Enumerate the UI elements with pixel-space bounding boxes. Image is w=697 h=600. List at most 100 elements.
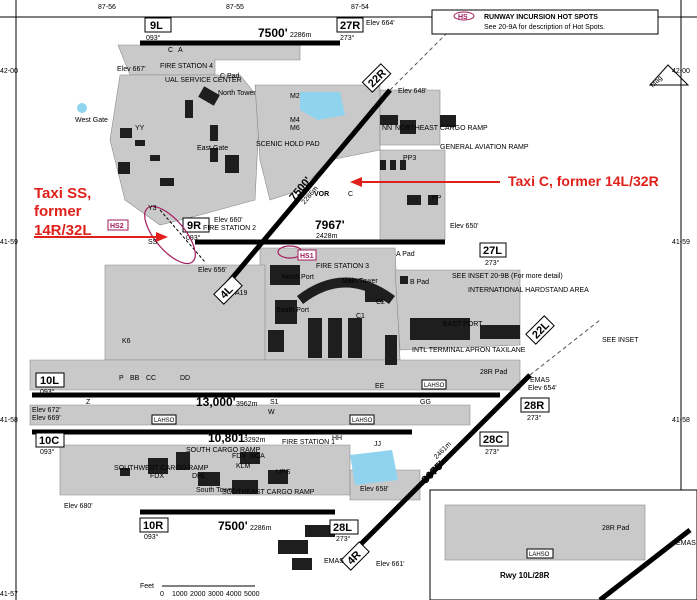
svg-text:093°: 093°	[186, 234, 201, 242]
vor: VOR	[314, 191, 329, 198]
svg-text:28L: 28L	[333, 522, 352, 534]
svg-text:0: 0	[160, 591, 164, 598]
rwy-27l-elev: Elev 650'	[450, 223, 479, 230]
grid-left-1: 42-00	[0, 68, 18, 75]
rwy-28l-elev: Elev 658'	[360, 486, 389, 493]
svg-text:M2: M2	[290, 93, 300, 100]
ual-service-center: UAL SERVICE CENTER	[165, 77, 242, 84]
klm-label: KLM	[236, 463, 251, 470]
svg-text:C1: C1	[356, 313, 365, 320]
former-runway-14r-32l	[159, 209, 206, 263]
hot-spots: HS2 HS1	[107, 205, 317, 265]
inset-runway-label: Rwy 10L/28R	[500, 571, 550, 580]
svg-text:YY: YY	[135, 125, 145, 132]
fire-station-4: FIRE STATION 4	[160, 63, 213, 70]
inset-labels: Rwy 10L/28R 28R Pad LAHSO EMAS	[500, 525, 696, 580]
annotation-taxi-ss-3: 14R/32L	[34, 222, 92, 239]
len-9r-m: 2428m	[316, 233, 338, 240]
north-label: Mag	[649, 75, 664, 90]
svg-text:P: P	[119, 375, 124, 382]
svg-text:Elev 664': Elev 664'	[366, 20, 395, 27]
annotation-taxi-ss-1: Taxi SS,	[34, 185, 91, 202]
svg-text:LAHSO: LAHSO	[154, 418, 175, 424]
svg-text:LAHSO: LAHSO	[352, 418, 373, 424]
svg-text:C2: C2	[376, 299, 385, 306]
grid-top-3: 87-54	[351, 4, 369, 11]
svg-text:Z: Z	[86, 399, 91, 406]
fdx-label: FDX	[232, 453, 246, 460]
inset-emas: EMAS	[676, 540, 696, 547]
len-9l: 7500'	[258, 26, 288, 40]
inset-runway-4r	[598, 528, 692, 600]
svg-text:093°: 093°	[40, 388, 55, 396]
svg-text:4000: 4000	[226, 591, 242, 598]
svg-text:K6: K6	[122, 338, 131, 345]
svg-text:10R: 10R	[143, 520, 163, 532]
terminal-arc	[296, 277, 395, 305]
lahso-markers: LAHSO LAHSO LAHSO	[151, 379, 447, 425]
len-10c: 10,801'	[208, 431, 248, 445]
svg-text:S1: S1	[270, 399, 279, 406]
svg-text:JJ: JJ	[374, 441, 381, 448]
svg-text:W: W	[268, 409, 275, 416]
svg-text:5000: 5000	[244, 591, 260, 598]
buildings	[118, 86, 520, 570]
svg-text:SS: SS	[148, 239, 158, 246]
runway-4r-22l	[358, 373, 532, 547]
inset-lahso: LAHSO	[529, 552, 550, 558]
rwy-10l-elev: Elev 672'	[32, 407, 61, 414]
c-pad: C Pad	[220, 73, 240, 80]
svg-text:EE: EE	[375, 383, 385, 390]
main-tower: Main Tower	[342, 278, 378, 285]
hot-spot-title: RUNWAY INCURSION HOT SPOTS	[484, 14, 598, 21]
grid-top-1: 87-56	[98, 4, 116, 11]
len-10r-m: 2286m	[250, 525, 272, 532]
south-port: South Port	[276, 307, 309, 314]
emas-22l: EMAS	[530, 377, 550, 384]
inset-ref: SEE INSET 20-9B (For more detail)	[452, 273, 563, 280]
rwy-9r-elev: Elev 660'	[214, 217, 243, 224]
svg-text:1000: 1000	[172, 591, 188, 598]
fire-station-1: FIRE STATION 1	[282, 439, 335, 446]
intl-apron: INTL TERMINAL APRON TAXILANE	[412, 347, 526, 354]
len-9l-m: 2286m	[290, 32, 312, 39]
svg-text:Feet: Feet	[140, 583, 154, 590]
pad-28r: 28R Pad	[480, 369, 507, 376]
svg-text:PP3: PP3	[403, 155, 416, 162]
ne-cargo-ramp: NORTHEAST CARGO RAMP	[395, 125, 488, 132]
svg-text:CC: CC	[146, 375, 156, 382]
ga-ramp: GENERAL AVIATION RAMP	[440, 144, 529, 151]
hot-spot-subtitle: See 20-9A for description of Hot Spots.	[484, 24, 605, 31]
runway-4l-22r	[216, 88, 392, 297]
grid-top-2: 87-55	[226, 4, 244, 11]
grid-left-4: 41-57	[0, 591, 18, 598]
svg-text:C: C	[348, 191, 353, 198]
svg-text:093°: 093°	[40, 448, 55, 456]
svg-text:2000: 2000	[190, 591, 206, 598]
svg-text:273°: 273°	[485, 259, 500, 267]
apron-areas	[29, 44, 521, 501]
rwy-4r-elev: Elev 661'	[376, 561, 405, 568]
svg-text:A: A	[178, 47, 183, 54]
svg-text:HH: HH	[332, 435, 342, 442]
len-10c-m: 3292m	[244, 437, 266, 444]
approach-line-4r	[529, 319, 601, 376]
scale-bar: Feet 0 1000 2000 3000 4000 5000	[140, 583, 260, 598]
emas-4r: EMAS	[324, 558, 344, 565]
south-cargo-ramp: SOUTH CARGO RAMP	[186, 447, 261, 454]
south-tower: South Tower	[196, 487, 235, 494]
north-tower: North Tower	[218, 90, 256, 97]
annotation-taxi-c: Taxi C, former 14L/32R	[508, 173, 659, 189]
fire-station-3: FIRE STATION 3	[316, 263, 369, 270]
ups-label: UPS	[276, 469, 291, 476]
grid-left-2: 41-59	[0, 239, 18, 246]
svg-text:28C: 28C	[483, 434, 503, 446]
rwy-10r-elev: Elev 680'	[64, 503, 93, 510]
se-cargo-ramp: SOUTHEAST CARGO RAMP	[222, 489, 315, 496]
